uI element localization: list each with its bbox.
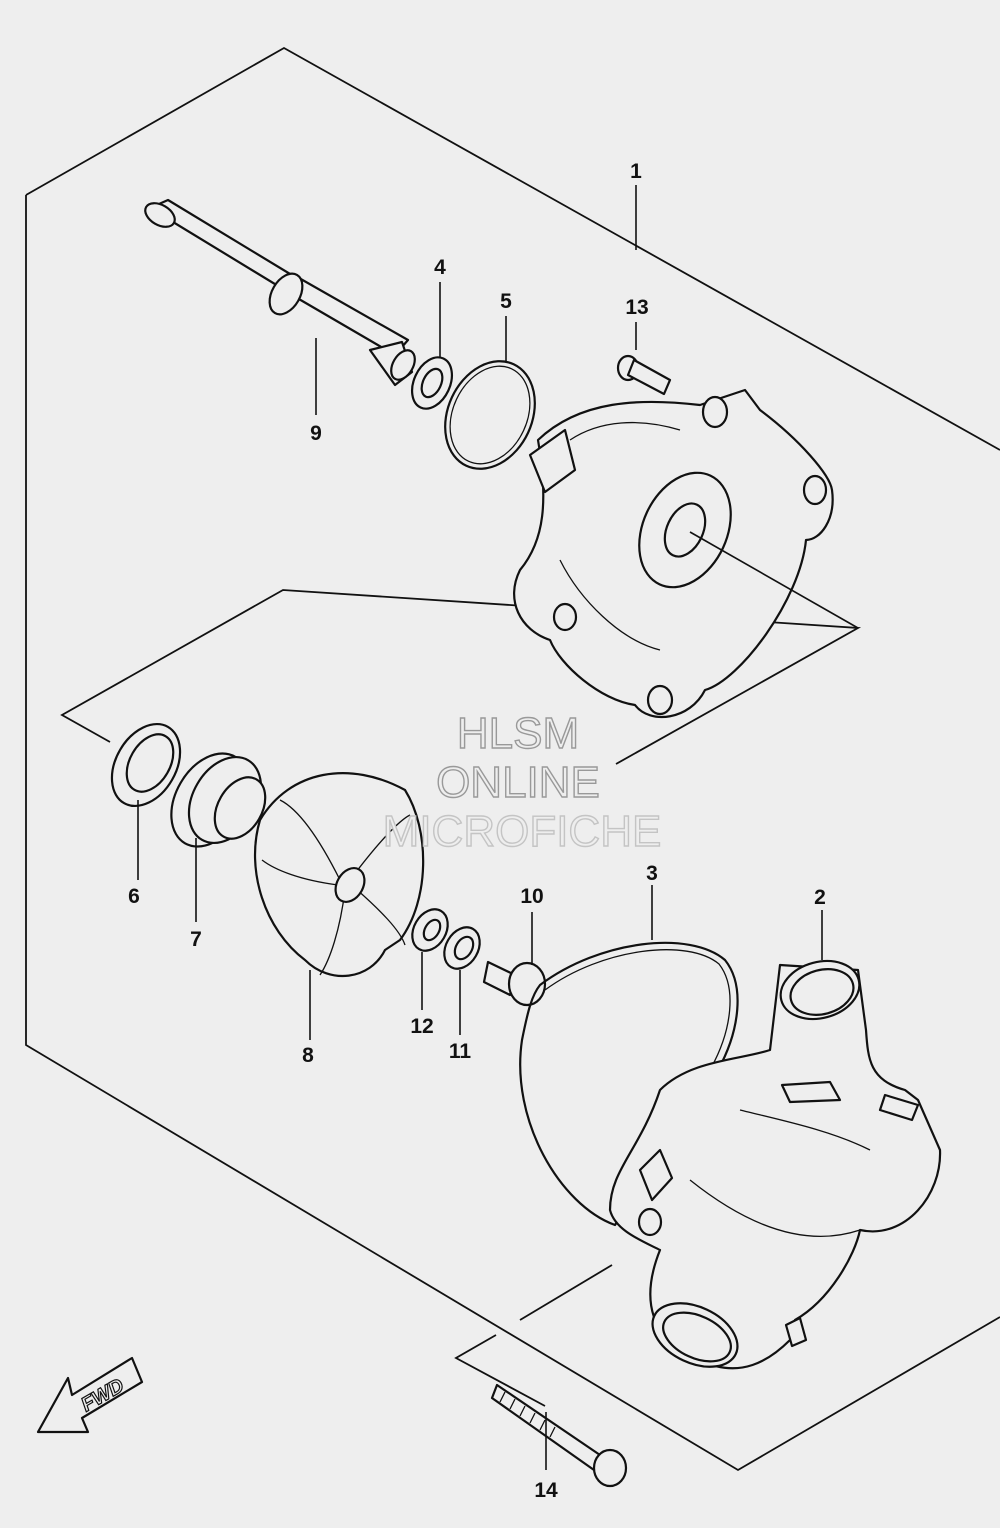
- subassembly-box-impeller: [60, 589, 862, 765]
- fwd-arrow-icon: FWD: [36, 1356, 144, 1434]
- callout-1: 1: [630, 160, 642, 183]
- bolt-14: [490, 1383, 628, 1488]
- bolt-13: [616, 354, 672, 396]
- water-pump-body: [513, 388, 834, 719]
- subassembly-box-cover: [454, 1264, 613, 1407]
- leader-lines: [137, 185, 859, 1470]
- bolt-10: [482, 960, 547, 1007]
- washer-12: [411, 908, 449, 952]
- callout-3: 3: [646, 862, 658, 885]
- callout-9: 9: [310, 422, 322, 445]
- watermark: HLSM ONLINE MICROFICHE: [382, 708, 662, 856]
- washer-11: [443, 926, 481, 970]
- mechanical-seal-7: [170, 752, 267, 848]
- callout-7: 7: [190, 928, 202, 951]
- callout-2: 2: [814, 886, 826, 909]
- callout-10: 10: [520, 885, 543, 908]
- o-ring-5: [444, 360, 536, 470]
- washer-4: [410, 356, 454, 410]
- callout-11: 11: [449, 1040, 472, 1063]
- callout-numbers: 1 2 3 4 5 6 7 8 9 10 11 12 13 14: [128, 160, 826, 1502]
- impeller-8: [253, 772, 425, 978]
- watermark-line-3: MICROFICHE: [383, 807, 662, 856]
- callout-6: 6: [128, 885, 140, 908]
- callout-8: 8: [302, 1044, 314, 1067]
- water-pump-cover-2: [608, 959, 942, 1370]
- oil-seal-6: [110, 722, 182, 808]
- callout-5: 5: [500, 290, 512, 313]
- watermark-line-2: ONLINE: [436, 758, 600, 807]
- watermark-line-1: HLSM: [457, 709, 579, 758]
- callout-4: 4: [434, 256, 446, 279]
- callout-12: 12: [410, 1015, 433, 1038]
- callout-14: 14: [534, 1479, 558, 1502]
- pump-shaft: [144, 198, 416, 387]
- assembly-frame: [25, 46, 1000, 1472]
- callout-13: 13: [625, 296, 648, 319]
